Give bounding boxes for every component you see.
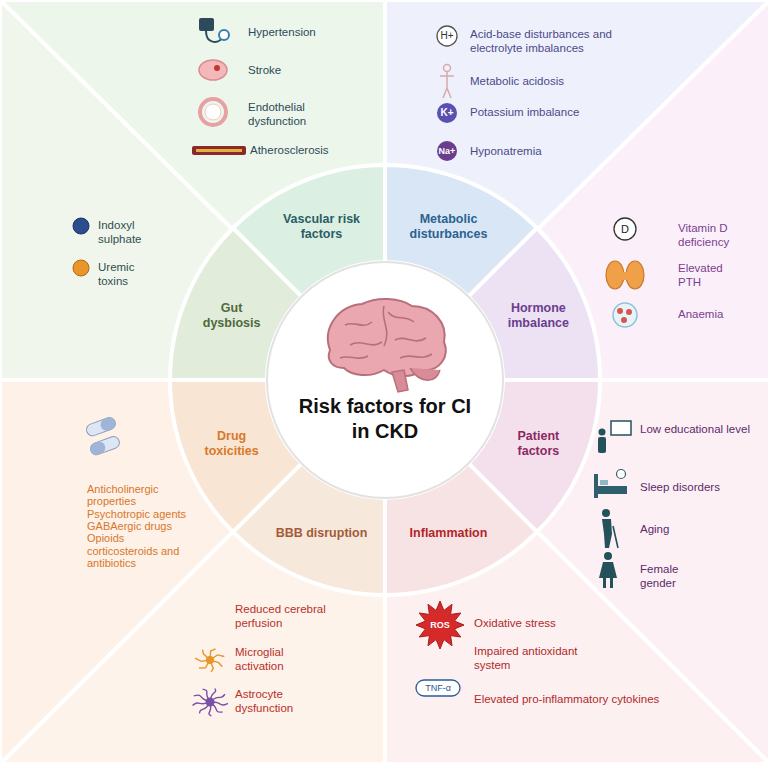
segment-label: Vascular risk factors [271,212,371,242]
stroke-brain-icon [199,60,227,80]
segment-label: Hormone imbalance [498,301,578,331]
segment-label: Patient factors [502,429,574,459]
ion-symbol [437,103,457,123]
factor-text: Stroke [248,64,358,78]
factor-text: Indoxyl sulphate [98,219,160,247]
factor-group: Vitamin D deficiencyElevated PTH Anaemia [678,222,758,324]
icon-label: K+ [440,108,453,118]
elderly-icon [602,509,618,548]
factor-group: Acid-base disturbances and electrolyte i… [470,28,638,161]
factor-text: Reduced cerebral perfusion [235,603,347,631]
icon-label: H+ [440,31,453,41]
ring-segment: Patient factors [502,429,574,459]
factor-text: Aging [640,523,740,537]
blood-pressure-icon [199,18,229,42]
factor-text: Elevated PTH [678,262,740,290]
endothelium-icon [200,99,226,125]
icon-label: TNF-α [425,684,451,693]
cytokine-pill [416,680,460,696]
factor-text: Hypertension [248,26,368,40]
factor-text: Hyponatremia [470,145,600,159]
ros-starburst-shape [416,601,464,649]
female-icon [599,552,617,588]
vitamin-symbol [614,218,636,240]
factor-text: Endothelial dysfunction [248,101,336,129]
factor-text: Female gender [640,563,702,591]
ring-segment: Gut dysbiosis [196,301,268,331]
icon-label: D [621,224,629,235]
factor-text: Anticholinergic properties Psychotropic … [87,483,187,569]
astrocyte-icon [193,689,228,716]
ring-segment: Vascular risk factors [271,212,371,242]
factor-group: Anticholinergic properties Psychotropic … [87,483,187,571]
ring-segment: Metabolic disturbances [396,212,501,242]
ring-segment: BBB disruption [265,526,377,541]
factor-group: Reduced cerebral perfusionMicroglial act… [235,603,347,718]
factor-text: Anaemia [678,308,758,322]
factor-group: HypertensionStrokeEndothelial dysfunctio… [248,26,368,160]
diagram-title: Risk factors for CI in CKD [290,394,480,444]
toxin-dot [73,260,89,276]
brain-icon [328,299,446,392]
thyroid-icon [606,261,644,289]
pills-icon [85,416,121,457]
factor-group: Indoxyl sulphateUremic toxins [98,219,160,291]
factor-text: Atherosclerosis [250,144,360,158]
ring-segment: Drug toxicities [196,429,268,459]
factor-text: Microglial activation [235,646,317,674]
atherosclerosis-icon [192,146,246,155]
segment-label: Metabolic disturbances [396,212,501,242]
factor-text: Impaired antioxidant system [474,645,600,673]
human-figure-icon [440,65,454,99]
factor-text: Acid-base disturbances and electrolyte i… [470,28,638,56]
center-circle [267,262,503,498]
microglia-body [206,656,214,664]
blood-cells-icon [613,303,637,327]
factor-text: Elevated pro-inflammatory cytokines [474,693,689,707]
factor-text: Low educational level [640,423,758,437]
segment-label: BBB disruption [265,526,377,541]
education-icon [598,421,631,453]
factor-text: Astrocyte dysfunction [235,688,317,716]
factor-text: Oxidative stress [474,617,614,631]
ion-symbol [437,141,457,161]
icon-label: ROS [430,621,450,630]
toxin-dot [73,218,89,234]
ion-symbol [437,26,457,46]
ring-segment: Hormone imbalance [498,301,578,331]
microglia-icon [195,649,224,672]
segment-label: Gut dysbiosis [196,301,268,331]
ring-segment: Inflammation [397,526,501,541]
factor-text: Uremic toxins [98,261,160,289]
factor-group: Low educational levelSleep disordersAgin… [640,423,760,593]
astrocyte-body [206,698,215,707]
ros-starburst [416,601,464,649]
factor-text: Sleep disorders [640,481,760,495]
factor-group: Oxidative stressImpaired antioxidant sys… [474,617,689,709]
factor-text: Potassium imbalance [470,106,620,120]
ring [170,165,600,595]
factor-text: Metabolic acidosis [470,75,620,89]
segment-label: Drug toxicities [196,429,268,459]
icon-label: Na+ [439,147,456,156]
segment-label: Inflammation [397,526,501,541]
factor-text: Vitamin D deficiency [678,222,752,250]
bed-icon [594,470,627,499]
